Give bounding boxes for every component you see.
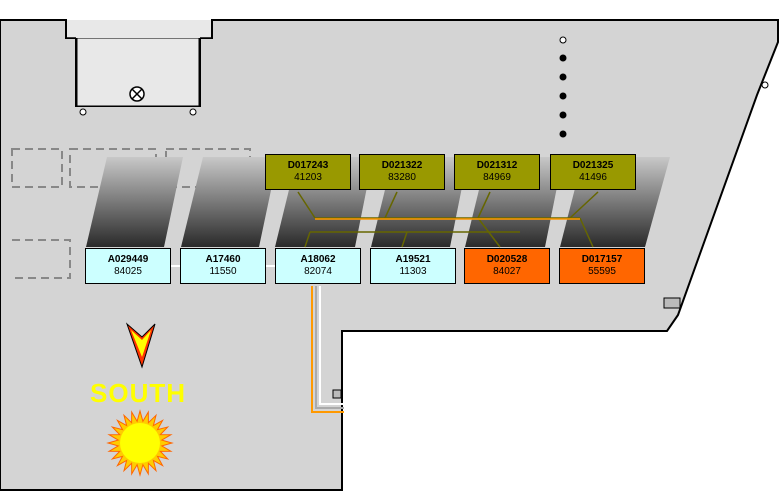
unit-value: 11303 bbox=[399, 266, 427, 277]
unit-id: A18062 bbox=[300, 254, 336, 265]
sun-icon bbox=[106, 409, 174, 477]
unit-value: 41496 bbox=[579, 172, 607, 183]
unit-id: A19521 bbox=[395, 254, 431, 265]
cable-run bbox=[311, 286, 344, 413]
unit-value: 84025 bbox=[114, 266, 142, 277]
unit-value: 55595 bbox=[588, 266, 616, 277]
unit-value: 41203 bbox=[294, 172, 322, 183]
cross-circle-icon bbox=[129, 86, 145, 102]
unit-id: D021325 bbox=[572, 160, 614, 171]
unit-value: 82074 bbox=[304, 266, 332, 277]
unit-value: 83280 bbox=[388, 172, 416, 183]
unit-top[interactable]: D017243 41203 bbox=[265, 154, 351, 190]
unit-bottom[interactable]: A029449 84025 bbox=[85, 248, 171, 284]
unit-bottom[interactable]: A17460 11550 bbox=[180, 248, 266, 284]
junction-box bbox=[663, 297, 681, 309]
unit-value: 84027 bbox=[493, 266, 521, 277]
corner-marker bbox=[761, 81, 769, 89]
unit-value: 11550 bbox=[209, 266, 237, 277]
unit-id: A17460 bbox=[205, 254, 241, 265]
unit-top[interactable]: D021312 84969 bbox=[454, 154, 540, 190]
unit-id: D021322 bbox=[381, 160, 423, 171]
unit-id: D017243 bbox=[287, 160, 329, 171]
junction-box bbox=[332, 389, 342, 399]
marker-dots bbox=[559, 36, 567, 138]
unit-value: 84969 bbox=[483, 172, 511, 183]
link-lines bbox=[297, 191, 599, 248]
unit-bottom[interactable]: A19521 11303 bbox=[370, 248, 456, 284]
unit-bottom[interactable]: D017157 55595 bbox=[559, 248, 645, 284]
unit-bottom[interactable]: D020528 84027 bbox=[464, 248, 550, 284]
unit-id: A029449 bbox=[107, 254, 149, 265]
unit-bottom[interactable]: A18062 82074 bbox=[275, 248, 361, 284]
unit-top[interactable]: D021325 41496 bbox=[550, 154, 636, 190]
unit-id: D020528 bbox=[486, 254, 528, 265]
unit-top[interactable]: D021322 83280 bbox=[359, 154, 445, 190]
unit-id: D021312 bbox=[476, 160, 518, 171]
south-arrow-icon bbox=[125, 322, 156, 369]
compass-label: SOUTH bbox=[90, 378, 186, 408]
unit-id: D017157 bbox=[581, 254, 623, 265]
